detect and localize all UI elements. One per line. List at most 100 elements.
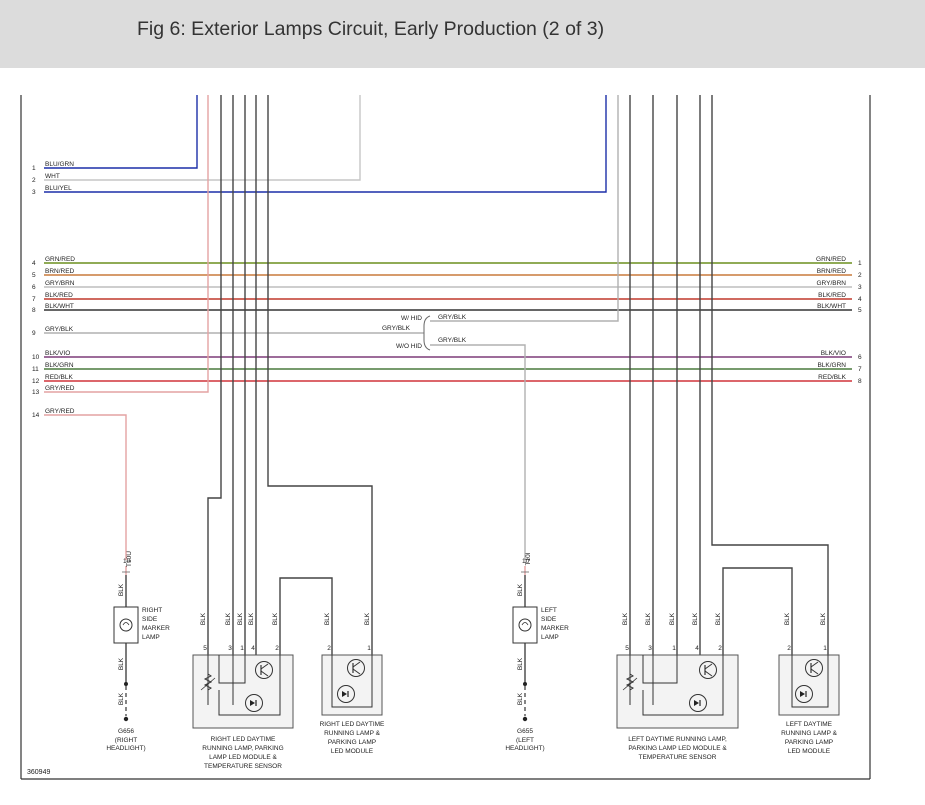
left-module1-pin-2: 2 (718, 645, 722, 652)
right-module1-transistor-collector (260, 663, 269, 670)
wire-pin-1 (44, 95, 198, 169)
splice-label-with-hid: W/ HID (401, 315, 422, 322)
left-pin-number-3: 3 (32, 189, 36, 196)
left-module1-label-2: TEMPERATURE SENSOR (639, 754, 717, 761)
right-module1-wire-label-4: BLK (272, 612, 279, 625)
left-pin-number-8: 8 (32, 307, 36, 314)
left-module2-label-0: LEFT DAYTIME (786, 721, 833, 728)
right-module1-label-0: RIGHT LED DAYTIME (211, 736, 276, 743)
left-side-wire-mid-label: BLK (517, 657, 524, 670)
right-side-connector-name: T10U (126, 551, 133, 567)
splice-out-label-bottom: GRY/BLK (438, 337, 467, 344)
left-module1-wire-label-1: BLK (645, 612, 652, 625)
left-module1-wire-label-2: BLK (669, 612, 676, 625)
right-side-lamp-label-3: LAMP (142, 634, 160, 641)
right-module1-pin-4: 4 (251, 645, 255, 652)
right-module1-inner-top (218, 655, 246, 684)
splice-in-label: GRY/BLK (382, 325, 411, 332)
left-side-wire-bottom-label: BLK (517, 692, 524, 705)
right-pin-number-7: 7 (858, 366, 862, 373)
right-pin-number-6: 6 (858, 354, 862, 361)
left-pin-label-9: GRY/BLK (45, 326, 74, 333)
left-module2-pin-1: 1 (823, 645, 827, 652)
right-pin-label-8: RED/BLK (818, 374, 846, 381)
wire-left-module-link (722, 567, 793, 655)
right-side-ground-desc-1: HEADLIGHT) (106, 745, 145, 752)
left-pin-label-1: BLU/GRN (45, 161, 74, 168)
right-module1-label-1: RUNNING LAMP, PARKING (202, 745, 283, 752)
left-pin-number-4: 4 (32, 260, 36, 267)
right-side-lamp-label-0: RIGHT (142, 607, 162, 614)
right-module1-wire-label-3: BLK (248, 612, 255, 625)
left-pin-number-12: 12 (32, 378, 40, 385)
left-module2-wire-label-0: BLK (784, 612, 791, 625)
right-module2-led-triangle (342, 691, 347, 697)
left-module1-inner-top (642, 655, 678, 684)
left-pin-label-6: GRY/BRN (45, 280, 75, 287)
right-module2-transistor-collector (352, 661, 361, 668)
left-pin-number-2: 2 (32, 177, 36, 184)
wire-gry-blk-with-hid (430, 95, 619, 322)
left-side-connector-pin: 10 (522, 558, 530, 565)
right-module2-transistor-icon (347, 659, 365, 677)
right-module2-pin-1: 1 (367, 645, 371, 652)
left-module1-wire-label-0: BLK (622, 612, 629, 625)
left-module2-transistor-collector (810, 661, 819, 668)
right-side-ground-id: G656 (118, 728, 134, 735)
right-side-wire-mid-label: BLK (118, 657, 125, 670)
right-module1-label-3: TEMPERATURE SENSOR (204, 763, 282, 770)
left-module2-wire-label-1: BLK (820, 612, 827, 625)
left-pin-label-2: WHT (45, 173, 60, 180)
left-side-splice-dot (523, 682, 527, 686)
left-pin-label-13: GRY/RED (45, 385, 75, 392)
left-pin-number-14: 14 (32, 412, 40, 419)
left-side-wire-top-label: BLK (517, 583, 524, 596)
left-module2-label-3: LED MODULE (788, 748, 831, 755)
right-pin-label-2: BRN/RED (817, 268, 847, 275)
splice-bracket (423, 315, 431, 351)
left-module2-led-triangle (800, 691, 805, 697)
left-pin-label-14: GRY/RED (45, 408, 75, 415)
left-pin-number-1: 1 (32, 165, 36, 172)
right-side-marker-lamp-box (113, 606, 139, 644)
left-side-lamp-label-0: LEFT (541, 607, 557, 614)
right-module2-label-3: LED MODULE (331, 748, 374, 755)
labels-layer: 1BLU/GRN2WHT3BLU/YEL4GRN/RED5BRN/RED6GRY… (32, 161, 862, 770)
wire-pin-13 (44, 95, 209, 393)
left-module1-wire-label-4: BLK (715, 612, 722, 625)
left-pin-label-5: BRN/RED (45, 268, 75, 275)
right-module1-transistor-emitter (260, 670, 269, 677)
left-pin-label-10: BLK/VIO (45, 350, 70, 357)
left-side-lamp-label-3: LAMP (541, 634, 559, 641)
left-side-ground-desc-0: (LEFT (516, 737, 534, 744)
left-pin-number-7: 7 (32, 296, 36, 303)
right-side-lamp-label-2: MARKER (142, 625, 170, 632)
left-pin-label-3: BLU/YEL (45, 185, 72, 192)
right-pin-label-6: BLK/VIO (821, 350, 846, 357)
title-bar (0, 0, 925, 68)
left-side-ground-desc-1: HEADLIGHT) (505, 745, 544, 752)
right-module1-thermistor-icon (203, 673, 213, 691)
left-pin-number-11: 11 (32, 366, 39, 373)
right-side-wire-bottom-label: BLK (118, 692, 125, 705)
right-module1-wire-label-1: BLK (225, 612, 232, 625)
left-module1-wire-label-3: BLK (692, 612, 699, 625)
right-module2-label-2: PARKING LAMP (328, 739, 376, 746)
right-module2-box (321, 654, 383, 716)
right-pin-label-5: BLK/WHT (817, 303, 846, 310)
left-pin-number-10: 10 (32, 354, 40, 361)
left-module2-transistor-icon (805, 659, 823, 677)
wire-right-module1-pin5 (207, 95, 222, 655)
right-pin-label-1: GRN/RED (816, 256, 846, 263)
left-module2-transistor-emitter (810, 668, 819, 675)
right-module1-wire-label-2: BLK (237, 612, 244, 625)
wires-layer (44, 95, 852, 716)
left-module1-pin-5: 5 (625, 645, 629, 652)
right-side-lamp-bulb-icon (119, 618, 133, 632)
right-module1-wire-label-0: BLK (200, 612, 207, 625)
right-side-connector-pin: 10 (123, 558, 131, 565)
wire-gry-blk-without-hid (430, 344, 526, 560)
components-layer (113, 571, 840, 729)
left-module1-transistor-collector (704, 663, 713, 670)
